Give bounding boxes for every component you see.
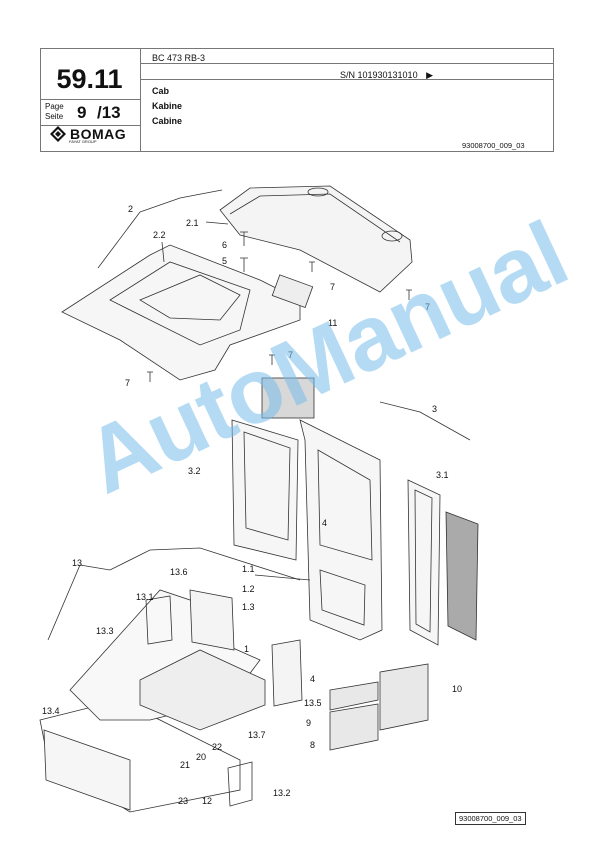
callout-10: 10 (452, 684, 462, 694)
callout-20: 20 (196, 752, 206, 762)
callout-4b: 4 (310, 674, 315, 684)
header-table (40, 48, 554, 152)
mat-10 (379, 663, 429, 731)
page-current: 9 (77, 103, 87, 122)
callout-23: 23 (178, 796, 188, 806)
callout-8: 8 (310, 740, 315, 750)
bomag-diamond-icon (50, 126, 66, 142)
mat-9 (329, 681, 379, 711)
panel-13-5 (271, 639, 303, 707)
seat-base (139, 649, 266, 731)
console-plate (189, 589, 235, 651)
side-panel (231, 419, 299, 561)
footer-reference: 93008700_009_03 (455, 812, 526, 825)
page-label-de: Seite (45, 112, 64, 121)
callout-1-2: 1.2 (242, 584, 255, 594)
header-rule (41, 99, 140, 100)
roof-hole (381, 230, 403, 242)
callout-1-3: 1.3 (242, 602, 255, 612)
callout-2-2: 2.2 (153, 230, 166, 240)
page-total: /13 (97, 103, 121, 122)
serial-number: S/N 101930131010 ▶ (340, 70, 433, 81)
callout-11: 11 (328, 318, 337, 328)
rear-glass (261, 377, 315, 419)
mat-8 (329, 703, 379, 751)
title-en: Cab (152, 86, 170, 96)
rear-wall-panel (299, 419, 383, 641)
callout-1: 1 (244, 644, 249, 654)
title-de: Kabine (152, 101, 183, 111)
side-trim (43, 729, 131, 811)
window-glass (445, 511, 479, 641)
callout-6: 6 (222, 240, 227, 250)
callout-1-1: 1.1 (242, 564, 255, 574)
callout-3: 3 (432, 404, 437, 414)
callout-13-6: 13.6 (170, 567, 188, 577)
window-frame (407, 479, 441, 646)
callout-7d: 7 (125, 378, 130, 388)
header-rule (41, 125, 140, 126)
callout-13: 13 (72, 558, 82, 568)
roof-hole (307, 187, 329, 197)
callout-13-1: 13.1 (136, 592, 154, 602)
callout-3-1: 3.1 (436, 470, 449, 480)
model-name: BC 473 RB-3 (152, 53, 206, 63)
callout-2: 2 (128, 204, 133, 214)
bracket (145, 595, 173, 645)
logo-text: BOMAG (70, 126, 127, 142)
callout-13-2: 13.2 (273, 788, 291, 798)
callout-22: 22 (212, 742, 222, 752)
title-fr: Cabine (152, 116, 183, 126)
bomag-logo: BOMAG FAYAT GROUP (50, 126, 127, 144)
callout-12: 12 (202, 796, 212, 806)
callout-5: 5 (222, 256, 227, 266)
header-rule (141, 79, 553, 80)
serial-text: S/N 101930131010 (340, 70, 418, 80)
arrow-right-icon: ▶ (426, 70, 434, 80)
roof-upper-panel (219, 185, 413, 293)
callout-13-3: 13.3 (96, 626, 114, 636)
callout-13-4: 13.4 (42, 706, 60, 716)
callout-3-2: 3.2 (188, 466, 201, 476)
callout-21: 21 (180, 760, 190, 770)
callout-9: 9 (306, 718, 311, 728)
callout-7a: 7 (330, 282, 335, 292)
roof-lining (61, 244, 301, 381)
vent-unit (271, 274, 314, 309)
callout-13-5: 13.5 (304, 698, 322, 708)
callout-4a: 4 (322, 518, 327, 528)
page-label-en: Page (45, 102, 64, 111)
doc-reference: 93008700_009_03 (462, 141, 525, 150)
callout-7c: 7 (288, 350, 293, 360)
logo-subtext: FAYAT GROUP (69, 139, 97, 144)
callout-2-1: 2.1 (186, 218, 199, 228)
callout-13-7: 13.7 (248, 730, 266, 740)
callout-7b: 7 (425, 302, 430, 312)
trim-13-2 (227, 761, 253, 807)
header-divider (140, 49, 141, 151)
section-number: 59.11 (56, 64, 123, 94)
header-rule (141, 63, 553, 64)
